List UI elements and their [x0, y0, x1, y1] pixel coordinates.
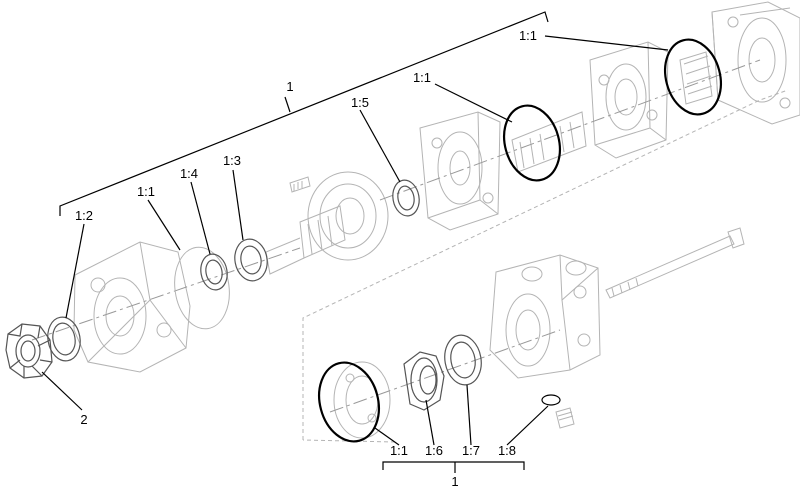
assembly-bracket-bottom: [382, 461, 525, 473]
callout-1-4: 1:4: [180, 166, 198, 181]
rotor-set: [333, 361, 391, 439]
oring-1-1-bottom: [318, 361, 380, 443]
output-shaft: [265, 171, 389, 275]
callout-1-6: 1:6: [425, 443, 443, 458]
front-housing: [73, 241, 191, 373]
oring-1-1-top: [664, 38, 722, 116]
center-axes: [31, 59, 761, 413]
wear-plate: [419, 111, 501, 231]
port-plug: [555, 407, 575, 429]
callout-1-1-left: 1:1: [137, 184, 155, 199]
seal-1-4: [200, 253, 228, 291]
rear-housing: [711, 1, 800, 125]
shaft-key: [289, 176, 311, 193]
callout-1-8: 1:8: [498, 443, 516, 458]
assembly-bracket-top: [59, 11, 549, 216]
seal-1-6: [403, 351, 445, 411]
port-housing: [489, 254, 601, 379]
seal-1-2: [47, 316, 81, 362]
callout-nut: 2: [80, 412, 87, 427]
callout-1-1-bottom: 1:1: [390, 443, 408, 458]
callout-1-3: 1:3: [223, 153, 241, 168]
drive-link-short: [679, 51, 713, 105]
oring-1-1-left: [174, 246, 230, 330]
oring-1-1-mid: [503, 104, 561, 182]
housing-bolt: [605, 227, 745, 299]
drive-link-long: [511, 111, 587, 173]
seal-1-3: [234, 238, 268, 282]
dash-dot-frame: [302, 89, 789, 443]
gerotor-plate: [589, 41, 669, 159]
callout-assembly-bottom: 1: [451, 474, 458, 488]
oring-1-8: [541, 394, 561, 406]
callout-1-1-mid: 1:1: [413, 70, 431, 85]
seal-1-5: [392, 179, 420, 217]
leader-lines: [41, 35, 669, 446]
callout-1-1-top: 1:1: [519, 28, 537, 43]
castle-nut: [5, 323, 53, 379]
callout-1-2: 1:2: [75, 208, 93, 223]
seal-1-7: [444, 334, 482, 386]
callout-assembly-top: 1: [286, 79, 293, 94]
callout-1-7: 1:7: [462, 443, 480, 458]
callout-1-5: 1:5: [351, 95, 369, 110]
